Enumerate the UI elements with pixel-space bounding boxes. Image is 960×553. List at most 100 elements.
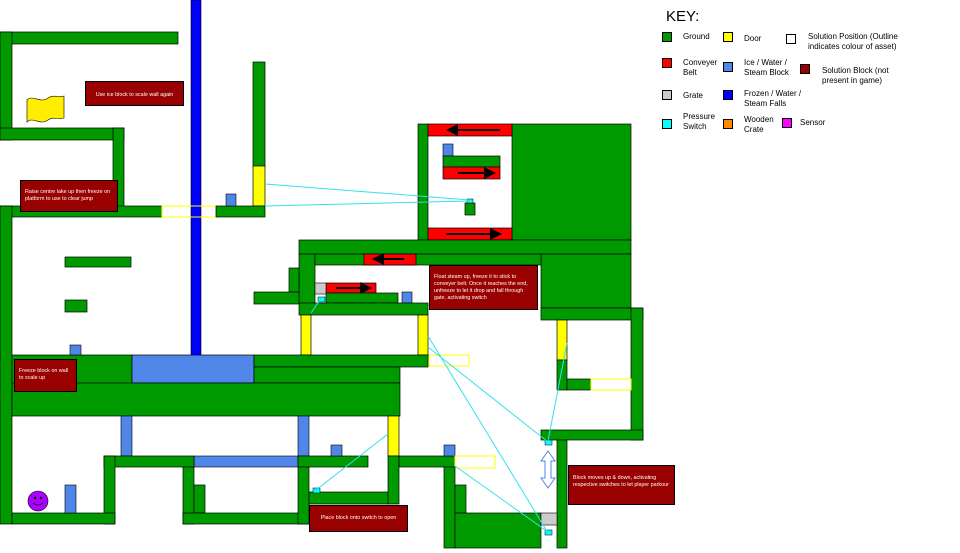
ground-block	[298, 239, 632, 255]
ice-block	[69, 344, 82, 356]
ground-block	[556, 359, 568, 391]
solution-position	[428, 354, 470, 367]
solution-position	[590, 378, 632, 391]
ground-block	[566, 378, 592, 391]
door	[417, 314, 429, 356]
legend-swatch-conveyer	[662, 58, 672, 68]
ice-block	[443, 444, 456, 457]
note-moving-block: Block moves up & down, activating respec…	[568, 465, 675, 505]
ground-block	[253, 354, 429, 368]
solution-position	[454, 455, 496, 469]
ground-block	[253, 291, 300, 305]
ground-block	[540, 253, 632, 309]
note-text: Block moves up & down, activating respec…	[573, 475, 669, 488]
ground-block	[325, 292, 399, 304]
grate	[540, 512, 558, 526]
door	[556, 319, 568, 361]
note-place-block: Place block onto switch to open	[309, 505, 408, 532]
door	[387, 415, 400, 457]
door	[252, 165, 266, 207]
solution-position	[161, 205, 218, 218]
ground-block	[298, 302, 429, 316]
ground-block	[182, 512, 310, 525]
ground-block	[540, 307, 644, 321]
pressure-switch	[312, 487, 321, 494]
flag-icon	[26, 95, 65, 123]
legend-swatch-solution-position	[786, 34, 796, 44]
legend-label-grate: Grate	[683, 91, 704, 100]
ground-block	[387, 455, 400, 505]
note-text: Place block onto switch to open	[320, 515, 397, 521]
legend-swatch-ground	[662, 32, 672, 42]
note-text: Use ice block to scale wall again	[95, 92, 174, 98]
ice-block	[225, 193, 237, 207]
legend-swatch-pressure-switch	[662, 119, 672, 129]
player-icon	[27, 490, 49, 512]
ground-block	[298, 253, 316, 305]
ground-block	[308, 491, 390, 505]
ground-block	[253, 366, 401, 384]
ground-block	[11, 512, 116, 525]
note-text: Float steam up, freeze it to stick to co…	[434, 274, 528, 301]
ice-block	[401, 291, 413, 304]
ground-block	[11, 382, 401, 417]
ground-block	[540, 429, 644, 441]
ground-block	[398, 455, 456, 468]
ground-block	[193, 484, 206, 514]
door	[300, 314, 312, 356]
legend: KEY: Ground Door Solution Position (Outl…	[660, 8, 950, 168]
ground-block	[64, 256, 132, 268]
legend-label-sensor: Sensor	[800, 118, 826, 127]
ice-block	[193, 455, 299, 468]
frozen-fall	[190, 0, 202, 358]
ground-block	[103, 455, 195, 468]
ground-block	[0, 31, 13, 141]
note-steam: Float steam up, freeze it to stick to co…	[429, 265, 538, 310]
ground-block	[417, 123, 429, 241]
note-text: Freeze block on wall to scale up	[19, 368, 69, 381]
legend-swatch-grate	[662, 90, 672, 100]
ice-block	[442, 143, 454, 157]
water	[131, 354, 255, 384]
ground-block	[314, 253, 542, 266]
pressure-switch	[544, 529, 553, 536]
note-freeze-wall: Freeze block on wall to scale up	[14, 359, 77, 392]
ice-block	[330, 444, 343, 457]
ground-block	[288, 267, 300, 293]
legend-label-conveyer: Conveyer Belt	[683, 58, 718, 77]
legend-swatch-crate	[723, 119, 733, 129]
ground-block	[511, 123, 632, 241]
legend-label-door: Door	[744, 34, 762, 43]
switch-links	[264, 183, 568, 534]
ground-block	[454, 512, 542, 549]
grate	[314, 282, 327, 295]
ground-block	[215, 205, 266, 218]
legend-label-pressure-switch: Pressure Switch	[683, 112, 716, 131]
ice-block	[120, 415, 133, 457]
ground-block	[0, 127, 125, 141]
note-text: Raise centre lake up then freeze on plat…	[25, 189, 111, 202]
legend-swatch-falls	[723, 90, 733, 100]
legend-title: KEY:	[666, 8, 700, 25]
ground-block	[464, 202, 476, 216]
ground-block	[454, 484, 467, 514]
legend-label-crate: Wooden Crate	[744, 115, 774, 134]
ground-block	[0, 31, 179, 45]
up-down-arrow-icon	[540, 450, 556, 489]
ground-block	[556, 439, 568, 549]
note-ice-wall: Use ice block to scale wall again	[85, 81, 184, 106]
note-lake-freeze: Raise centre lake up then freeze on plat…	[20, 180, 118, 212]
legend-label-solution-position: Solution Position (Outline indicates col…	[808, 32, 898, 51]
ground-block	[443, 466, 456, 549]
ground-block	[297, 466, 310, 525]
legend-label-ground: Ground	[683, 32, 710, 41]
ice-block	[64, 484, 77, 514]
ground-block	[630, 307, 644, 441]
ground-block	[252, 61, 266, 168]
legend-swatch-door	[723, 32, 733, 42]
ice-block	[297, 415, 310, 457]
legend-label-ice: Ice / Water / Steam Block	[744, 58, 789, 77]
ground-block	[64, 299, 88, 313]
ground-block	[0, 205, 13, 525]
ground-block	[442, 155, 501, 168]
